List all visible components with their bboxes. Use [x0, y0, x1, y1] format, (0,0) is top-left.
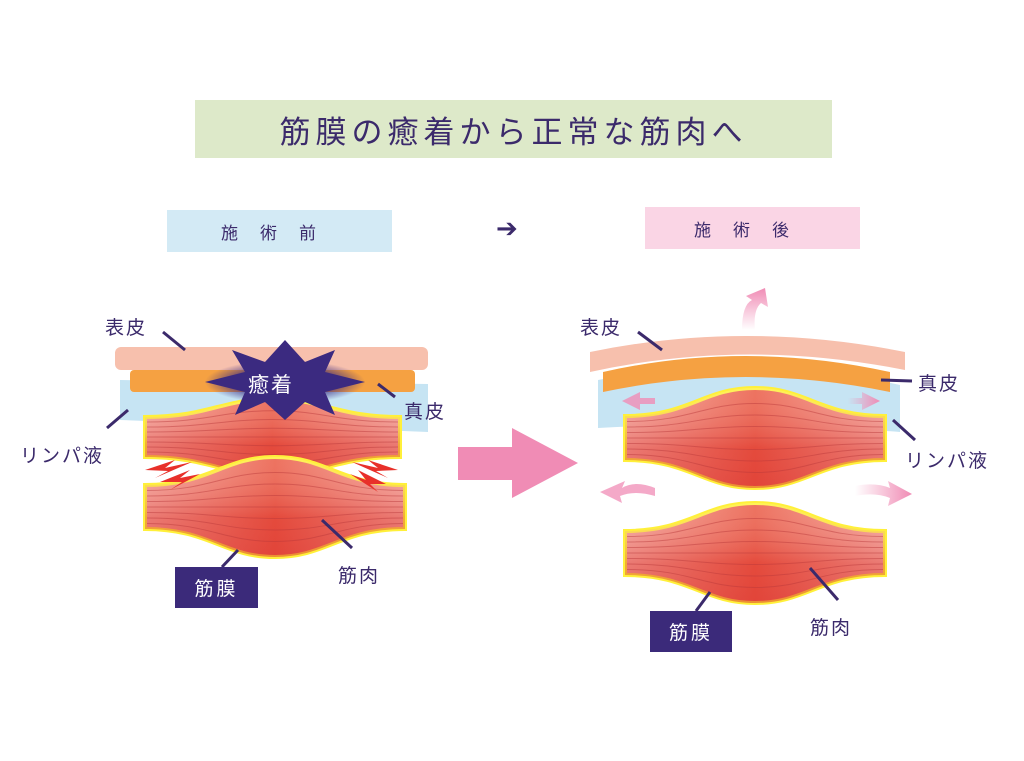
muscle-lower-after — [623, 500, 887, 606]
muscle-label-after: 筋肉 — [810, 617, 853, 639]
muscle-upper-before — [143, 396, 402, 478]
muscle-shade — [145, 457, 405, 557]
leader-lines-before — [106, 330, 396, 569]
muscle-fiber — [626, 443, 884, 451]
muscle-fiber — [146, 517, 404, 531]
lymph-label-after: リンパ液 — [905, 450, 990, 472]
muscle-shade — [145, 399, 400, 475]
muscle-fiber — [626, 454, 884, 474]
muscle-lower-before — [143, 454, 407, 560]
lymph-label-before: リンパ液 — [20, 445, 105, 467]
muscle-fiber — [626, 517, 884, 537]
muscle-fiber — [146, 523, 404, 543]
dermis-label-before: 真皮 — [404, 401, 447, 423]
arrow-right-icon: ➔ — [496, 214, 518, 244]
before-treatment-label: 施術前 — [167, 210, 392, 252]
dermis-label-after: 真皮 — [918, 373, 961, 395]
fascia-label-after: 筋膜 — [650, 611, 732, 652]
muscle-fiber — [626, 529, 884, 543]
muscle-fiber — [626, 569, 884, 589]
muscle-fiber — [626, 540, 884, 548]
dermis-layer-after — [603, 356, 890, 392]
muscle-fiber — [626, 425, 884, 433]
muscle-fiber — [146, 427, 399, 433]
muscle-fiber — [146, 471, 404, 491]
muscle-fiber — [146, 446, 399, 455]
muscle-fiber — [146, 494, 404, 502]
pain-spark-icon — [145, 460, 398, 492]
flow-arrows-icon — [600, 288, 912, 506]
epidermis-label-before: 表皮 — [105, 317, 148, 339]
muscle-fiber — [626, 402, 884, 422]
fascia-label-before: 筋膜 — [175, 567, 258, 608]
muscle-fiber — [146, 512, 404, 520]
epidermis-layer-after — [590, 336, 905, 372]
transition-arrow-icon — [458, 428, 578, 498]
page-title: 筋膜の癒着から正常な筋肉へ — [195, 100, 832, 158]
after-treatment-label: 施術後 — [645, 207, 860, 249]
muscle-shade — [625, 388, 885, 488]
muscle-fiber — [146, 483, 404, 497]
muscle-fiber — [626, 563, 884, 577]
adhesion-label: 癒着 — [248, 373, 294, 397]
epidermis-label-after: 表皮 — [580, 317, 623, 339]
muscle-upper-after — [623, 385, 887, 491]
adhesion-star-icon — [205, 340, 365, 420]
muscle-fiber — [146, 410, 399, 423]
muscle-fiber — [626, 414, 884, 428]
muscle-fiber — [626, 448, 884, 462]
muscle-fiber — [146, 419, 399, 428]
leader-lines-after — [637, 330, 917, 612]
muscle-fiber — [146, 441, 399, 447]
muscle-label-before: 筋肉 — [338, 565, 381, 587]
muscle-fiber — [626, 558, 884, 566]
